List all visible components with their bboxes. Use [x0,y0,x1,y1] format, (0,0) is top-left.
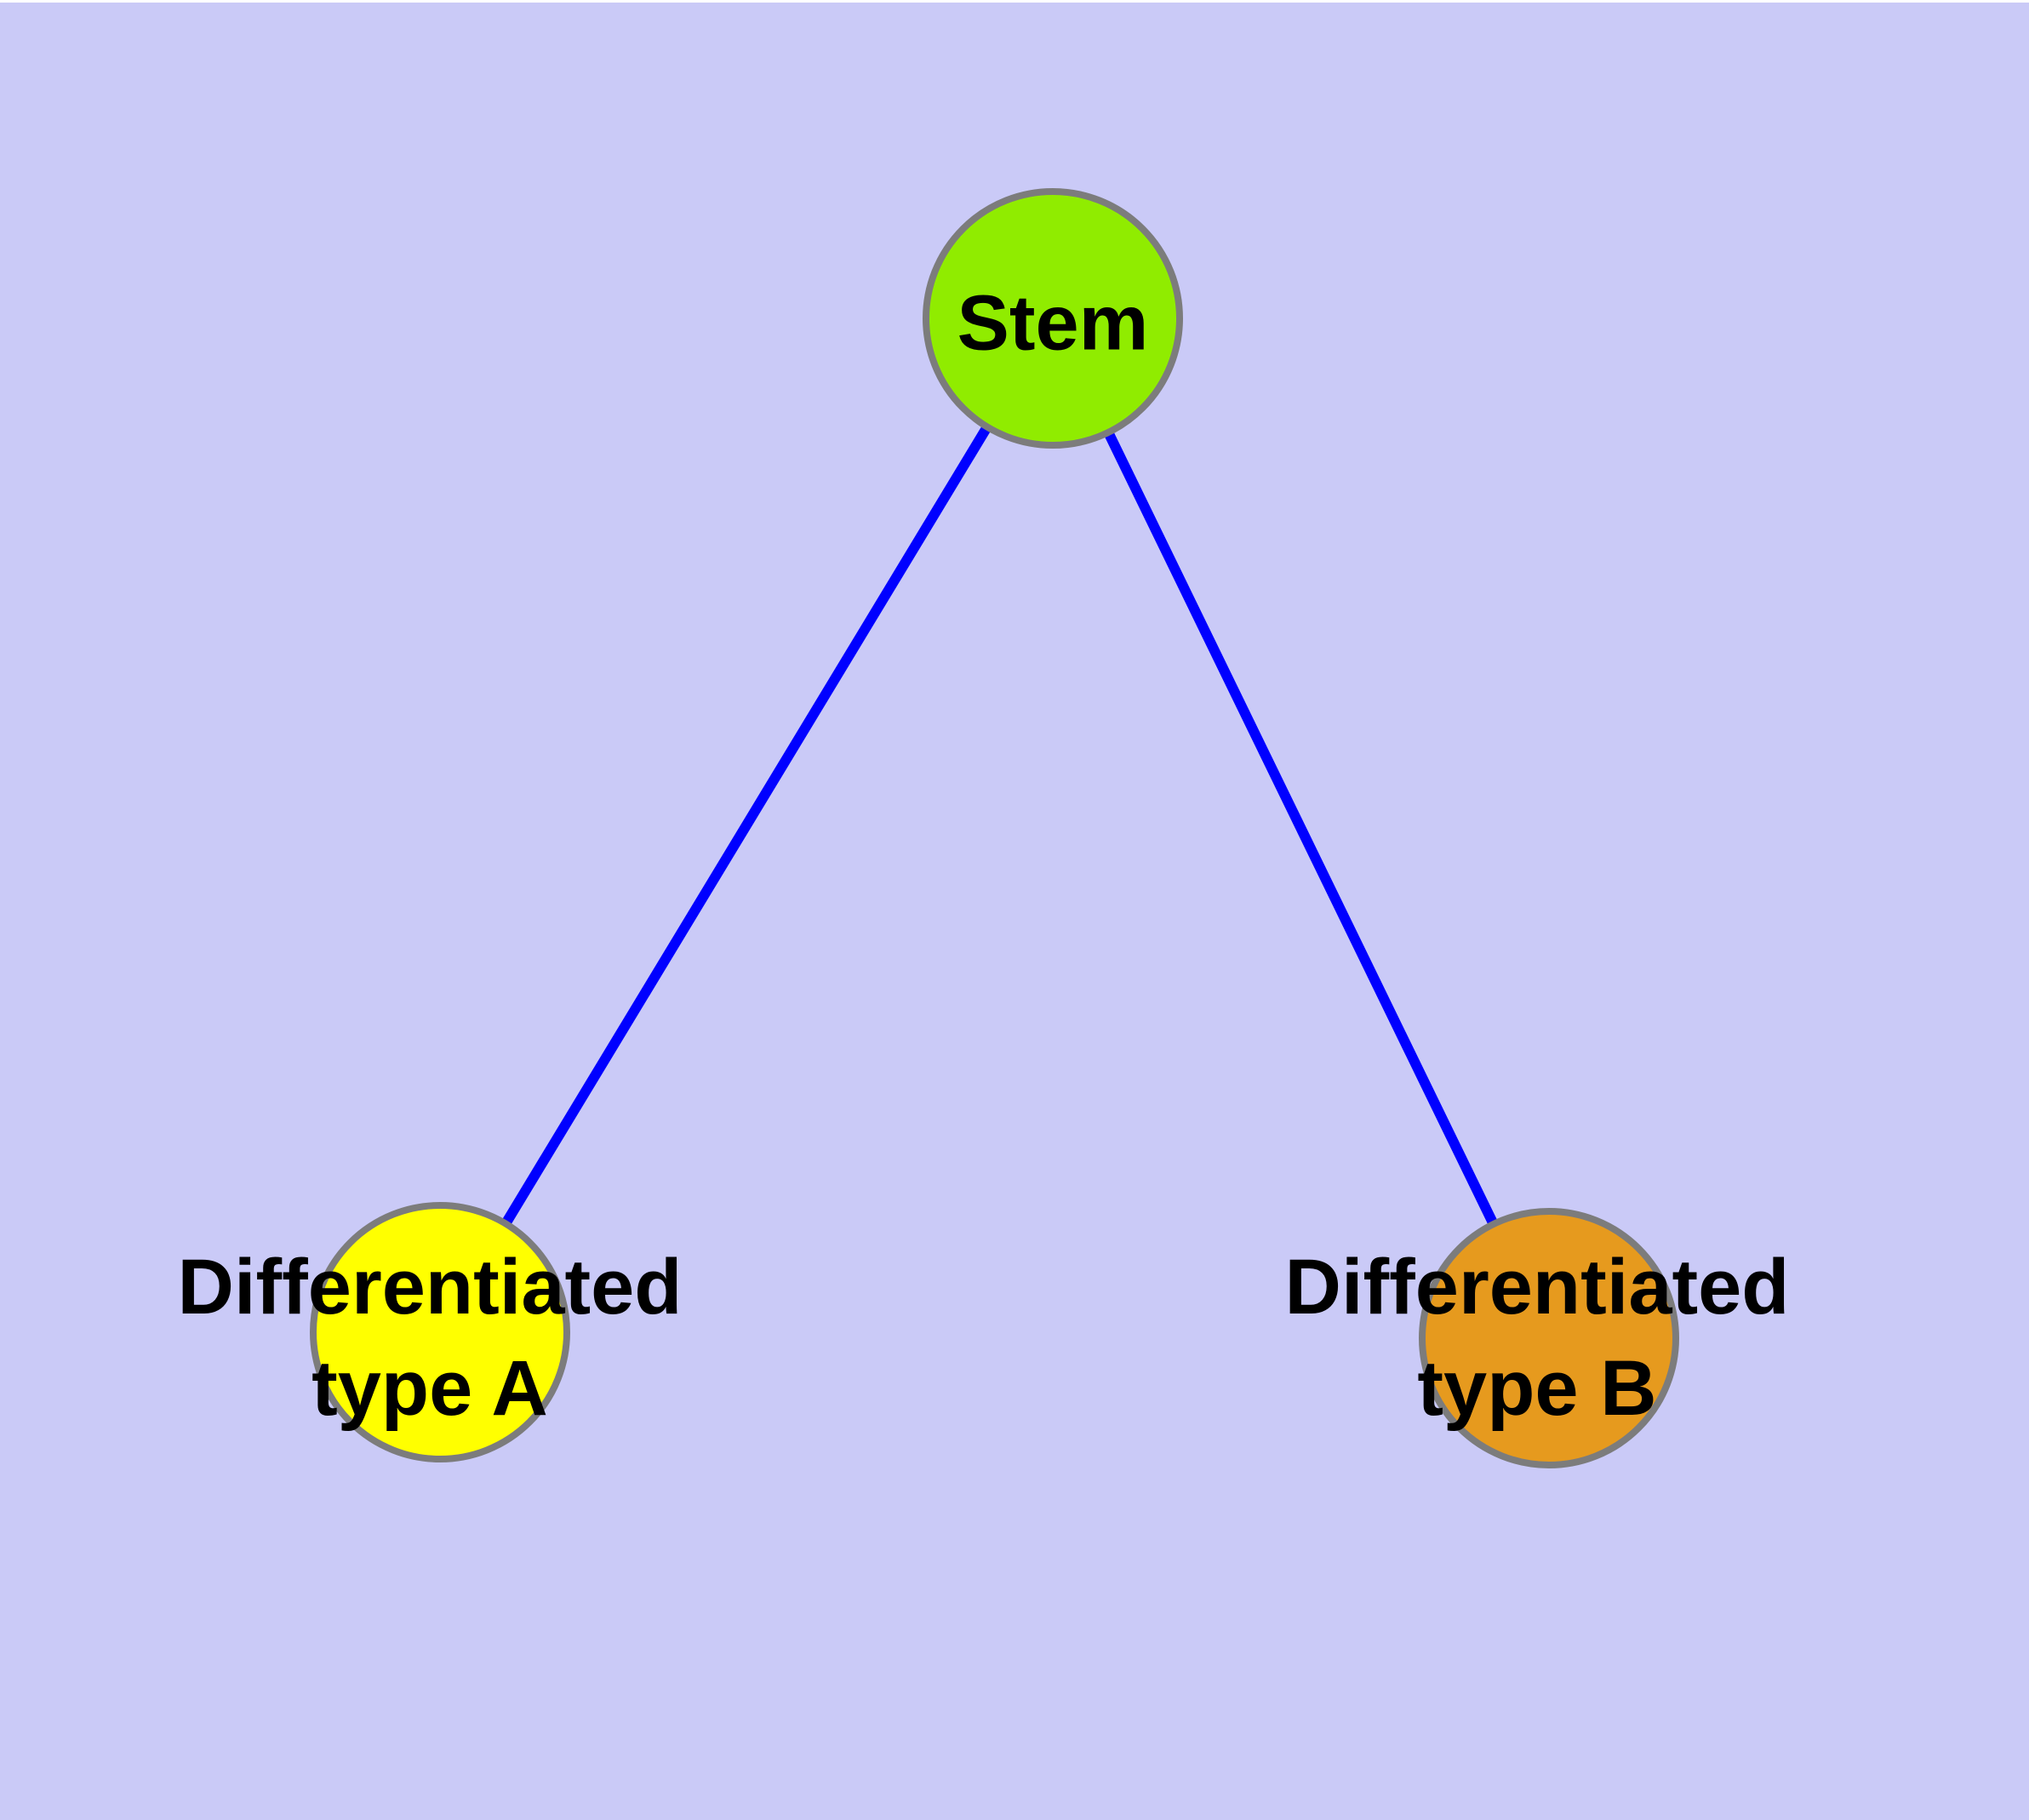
node-stem-label: Stem [957,279,1149,367]
node-stem-circle [923,188,1183,449]
edge-stem-to-type-a [435,313,1058,1337]
node-differentiated-type-b-label: Differentiated type B [1285,1237,1790,1439]
node-differentiated-type-b-circle [1419,1208,1679,1468]
edge-stem-to-type-b [1048,313,1554,1343]
type-a-label-line-2: type A [311,1345,548,1432]
type-b-label-line-1: Differentiated [1284,1244,1790,1331]
node-differentiated-type-a-circle [310,1202,570,1462]
node-differentiated-type-a-label: Differentiated type A [178,1237,683,1439]
type-b-label-line-2: type B [1417,1345,1657,1432]
type-a-label-line-1: Differentiated [177,1244,683,1331]
